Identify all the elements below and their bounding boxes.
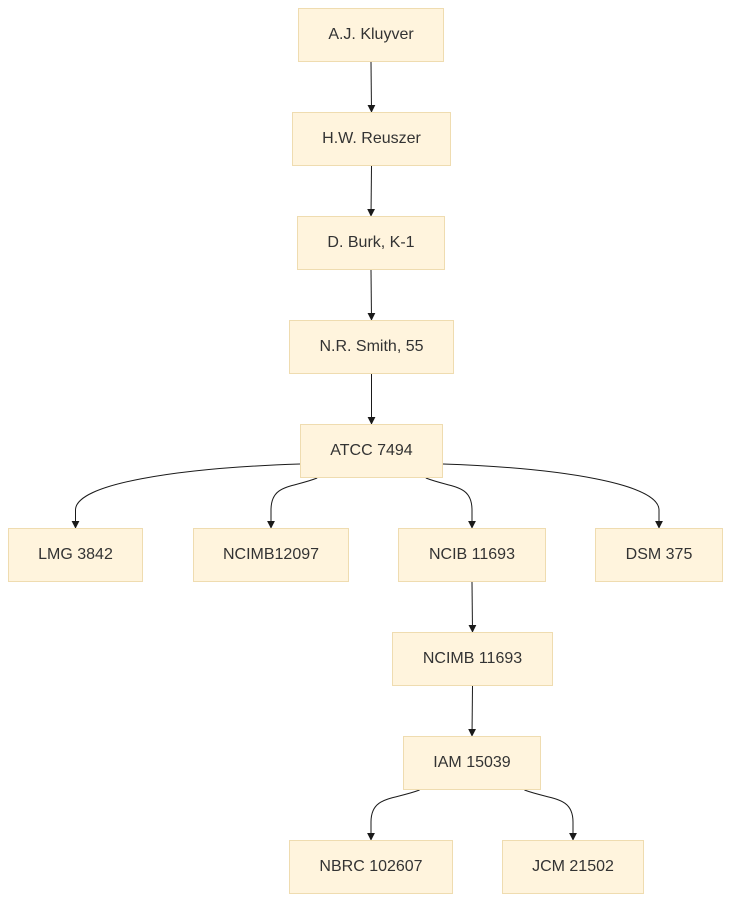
edge-reuszer-to-burk [367, 165, 376, 217]
edge-iam-to-jcm [524, 789, 577, 841]
node-reuszer: H.W. Reuszer [292, 112, 451, 166]
node-dsm: DSM 375 [595, 528, 723, 582]
edge-atcc-to-ncimb12097 [267, 477, 318, 529]
edge-atcc-to-ncib [425, 477, 476, 529]
node-nbrc: NBRC 102607 [289, 840, 453, 894]
node-burk: D. Burk, K-1 [297, 216, 445, 270]
edge-atcc-to-lmg [71, 463, 301, 529]
edge-atcc-to-dsm [442, 463, 663, 529]
node-jcm: JCM 21502 [502, 840, 644, 894]
edge-ncib-to-ncimb11693 [468, 581, 477, 633]
edge-iam-to-nbrc [367, 789, 420, 841]
node-smith: N.R. Smith, 55 [289, 320, 454, 374]
edge-kluyver-to-reuszer [367, 61, 376, 113]
node-iam: IAM 15039 [403, 736, 541, 790]
node-ncimb11693: NCIMB 11693 [392, 632, 553, 686]
edge-ncimb11693-to-iam [468, 685, 477, 737]
node-ncib: NCIB 11693 [398, 528, 546, 582]
node-lmg: LMG 3842 [8, 528, 143, 582]
node-ncimb12097: NCIMB12097 [193, 528, 349, 582]
node-kluyver: A.J. Kluyver [298, 8, 444, 62]
edge-burk-to-smith [367, 269, 376, 321]
node-atcc: ATCC 7494 [300, 424, 443, 478]
